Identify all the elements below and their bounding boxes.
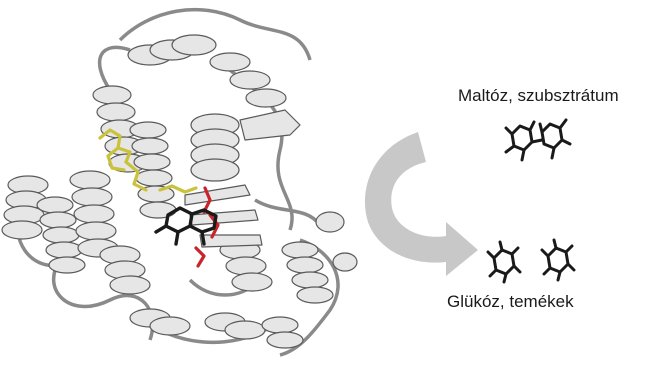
product-label: Glükóz, temékek — [447, 292, 574, 311]
helix-left-lower — [36, 196, 86, 274]
beta-strands — [184, 109, 301, 248]
helix-left — [1, 175, 49, 240]
glucose-molecule-icon-2 — [540, 238, 576, 282]
ligand-black — [154, 206, 218, 246]
helix-top — [127, 34, 217, 66]
helix-top-right — [209, 52, 287, 108]
helix-right — [281, 241, 334, 304]
helix-center — [129, 121, 177, 219]
protein-ribbon-structure-icon — [1, 7, 358, 357]
helix-bottom-right — [261, 316, 304, 349]
maltose-molecule-icon — [504, 118, 572, 162]
helix-right-barrel — [190, 113, 240, 182]
glucose-molecule-icon — [486, 240, 522, 284]
ligand-yellow — [98, 128, 198, 194]
helix-bottom — [129, 308, 266, 340]
helix-lower-center — [99, 245, 151, 295]
ligand-red — [194, 186, 220, 268]
curved-arrow-icon — [364, 132, 478, 276]
substrate-label: Maltóz, szubsztrátum — [458, 86, 619, 105]
loop-right — [315, 211, 358, 272]
helix-lower-right — [219, 240, 273, 292]
helix-center-left — [69, 170, 119, 258]
